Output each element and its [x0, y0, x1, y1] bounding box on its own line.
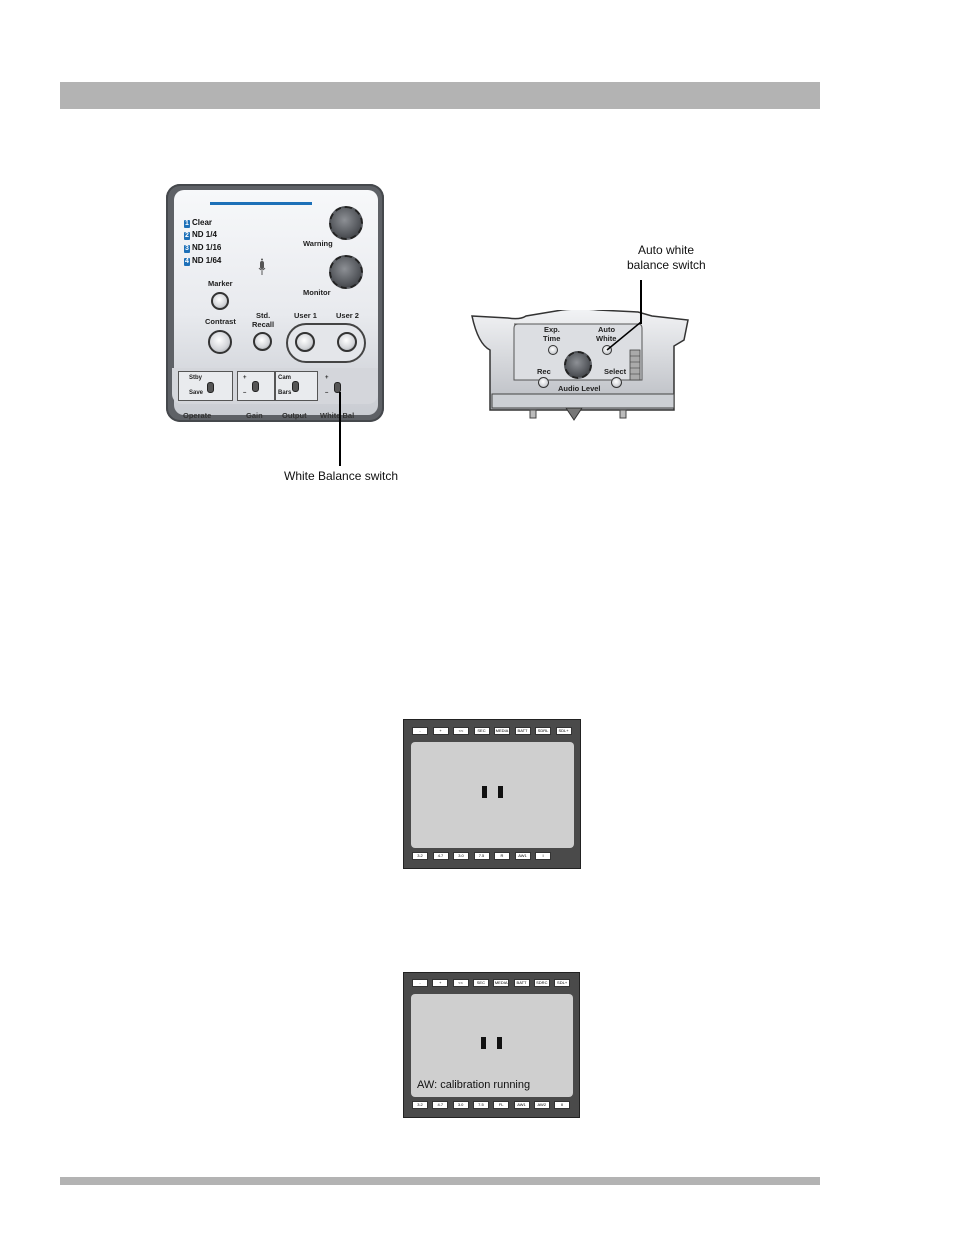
- gain-plus-label: +: [243, 375, 247, 381]
- gain-label: Gain: [246, 411, 263, 420]
- header-bar: [60, 82, 820, 109]
- screen1-top-tab: MEDIA: [494, 727, 510, 735]
- screen2-top-tab: BATT: [513, 979, 530, 987]
- audio-level-knob[interactable]: [564, 351, 592, 379]
- exp-time-label-1: Exp.: [544, 325, 560, 334]
- marker-label: Marker: [208, 279, 233, 288]
- operate-switch[interactable]: [207, 382, 214, 393]
- warning-label: Warning: [303, 239, 333, 248]
- screen1-bottom-tab: 3.2: [412, 852, 428, 860]
- screen1-top-tab: SDRL: [535, 727, 551, 735]
- microphone-icon: [258, 258, 266, 275]
- screen2-bottom-tab: 3.2: [412, 1101, 428, 1109]
- screen1-top-tab: BATT: [514, 727, 531, 735]
- auto-white-callout-line-vertical: [640, 280, 642, 324]
- white-balance-callout: White Balance switch: [284, 469, 399, 483]
- exp-time-label-2: Time: [543, 334, 561, 343]
- white-balance-callout-line: [339, 392, 341, 466]
- white-bal-label: White Bal: [320, 411, 355, 420]
- contrast-button[interactable]: [208, 330, 232, 354]
- screen2-top-tab: SDRC: [533, 979, 550, 987]
- user2-label: User 2: [336, 311, 359, 320]
- screen1-bottom-tab: 4.7: [432, 852, 449, 860]
- screen-1-mark-left: [482, 786, 487, 798]
- save-label: Save: [189, 390, 204, 396]
- output-label: Output: [282, 411, 307, 420]
- screen2-bottom-tab: 4.7: [432, 1101, 449, 1109]
- rec-label: Rec: [537, 367, 551, 376]
- cam-label: Cam: [278, 375, 292, 381]
- screen2-top-tab: SDL+: [554, 979, 571, 987]
- screen2-top-tab: +: [432, 979, 449, 987]
- screen-2-mark-right: [497, 1037, 502, 1049]
- monitor-label: Monitor: [303, 288, 331, 297]
- screen2-bottom-tab: II: [554, 1101, 571, 1109]
- screen1-bottom-tab: AW1: [514, 852, 531, 860]
- stby-label: Stby: [189, 375, 203, 381]
- operate-label: Operate: [183, 411, 212, 420]
- contrast-label: Contrast: [205, 317, 236, 326]
- audio-level-label: Audio Level: [558, 384, 601, 393]
- footer-bar: [60, 1177, 820, 1185]
- screen2-top-tab: MEDIA: [493, 979, 510, 987]
- auto-white-callout-line1: Auto white: [638, 243, 695, 257]
- user1-button[interactable]: [295, 332, 315, 352]
- screen-2-display: [411, 994, 573, 1097]
- user1-label: User 1: [294, 311, 317, 320]
- auto-white-callout-line2: balance switch: [627, 258, 706, 272]
- operate-switch-box: [178, 371, 233, 401]
- user2-button[interactable]: [337, 332, 357, 352]
- screen1-bottom-tab: 3.0: [453, 852, 469, 860]
- screen1-bottom-tab: R: [494, 852, 510, 860]
- screen1-top-tab: SEC: [473, 727, 490, 735]
- gain-minus-label: –: [243, 390, 247, 396]
- screen2-top-tab: <<: [452, 979, 469, 987]
- screen2-top-tab: SEC: [472, 979, 489, 987]
- screen-2-mark-left: [481, 1037, 486, 1049]
- screen-1-mark-right: [498, 786, 503, 798]
- output-switch[interactable]: [292, 381, 299, 392]
- gain-switch[interactable]: [252, 381, 259, 392]
- exp-time-button[interactable]: [548, 345, 558, 355]
- accent-strip: [210, 202, 312, 205]
- viewfinder-screen-1: -+ << SEC MEDIA BATT SDRL SDL+ 3.2 4.7 3.0 7.5 R AW1…: [403, 719, 581, 869]
- warning-knob[interactable]: [329, 206, 363, 240]
- monitor-knob[interactable]: [329, 255, 363, 289]
- auto-white-callout-line-diagonal: [606, 321, 642, 351]
- bars-label: Bars: [278, 390, 292, 396]
- screen1-bottom-tab: I: [535, 852, 551, 860]
- auto-white-label-1: Auto: [598, 325, 616, 334]
- screen1-top-tab: +: [432, 727, 449, 735]
- select-button[interactable]: [611, 377, 622, 388]
- rec-button[interactable]: [538, 377, 549, 388]
- calibration-message: AW: calibration running: [417, 1079, 531, 1091]
- std-recall-label-2: Recall: [252, 320, 275, 329]
- screen2-bottom-tab: AW2: [533, 1101, 550, 1109]
- select-label: Select: [604, 367, 627, 376]
- screen2-bottom-tab: FL: [493, 1101, 510, 1109]
- marker-button[interactable]: [211, 292, 229, 310]
- std-recall-label-1: Std.: [256, 311, 271, 320]
- std-recall-button[interactable]: [253, 332, 272, 351]
- screen-1-display: [411, 742, 574, 848]
- wb-plus-label: +: [325, 375, 329, 381]
- screen2-top-tab: -: [412, 979, 428, 987]
- screen2-bottom-tab: 7.5: [472, 1101, 489, 1109]
- screen1-top-tab: <<: [453, 727, 469, 735]
- screen2-bottom-tab: AW1: [513, 1101, 530, 1109]
- screen1-bottom-tab: 7.5: [473, 852, 490, 860]
- white-balance-switch[interactable]: [334, 382, 341, 393]
- auto-white-label-2: White: [596, 334, 617, 343]
- screen1-top-tab: -: [412, 727, 428, 735]
- screen1-top-tab: SDL+: [555, 727, 572, 735]
- wb-minus-label: –: [325, 390, 329, 396]
- screen2-bottom-tab: 3.0: [452, 1101, 469, 1109]
